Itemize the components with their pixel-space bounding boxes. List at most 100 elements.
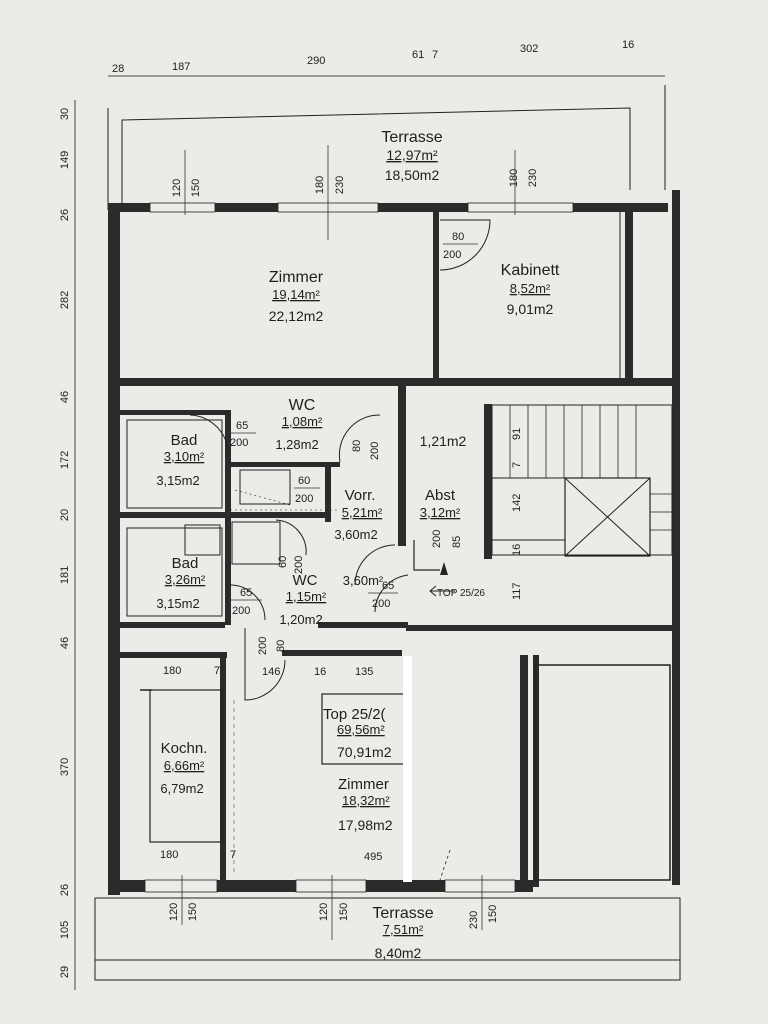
room-zimmer-bottom: Zimmer 18,32m² 17,98m2: [338, 776, 393, 833]
door-dim: 60: [277, 556, 289, 568]
room-area: 3,60m2: [334, 527, 377, 542]
door-dim: 80: [452, 231, 464, 243]
top-dim: 28: [112, 63, 124, 75]
door-dim: 65: [382, 580, 394, 592]
room-area: 18,50m2: [385, 167, 440, 183]
top-dim: 302: [520, 43, 538, 55]
inner-dim: 7: [230, 849, 236, 861]
window-dim: 230: [468, 911, 480, 929]
inner-dim: 146: [262, 666, 280, 678]
inner-dim: 7: [511, 462, 523, 468]
door-dim: 85: [451, 536, 463, 548]
room-name: Zimmer: [338, 776, 389, 793]
left-dimension-line: 30 149 26 282 46 172 20 181 46 370 26 10…: [59, 100, 76, 990]
room-name: Zimmer: [269, 269, 324, 286]
door-dim: 80: [351, 440, 363, 452]
room-area: 3,15m2: [156, 596, 199, 611]
door-dim: 60: [298, 475, 310, 487]
room-zimmer-top: Zimmer 19,14m² 22,12m2: [269, 269, 324, 324]
room-area: 1,20m2: [279, 612, 322, 627]
door-dim: 200: [257, 637, 269, 655]
room-area: 1,08m²: [282, 414, 323, 429]
room-name: Kochn.: [161, 740, 208, 757]
top-dim: 7: [432, 49, 438, 61]
inner-dim: 142: [511, 494, 523, 512]
window-dim: 150: [187, 903, 199, 921]
room-wc-2: WC 3,60m² 1,15m² 1,20m2: [279, 572, 384, 627]
door-dim: 200: [295, 493, 313, 505]
inner-dim: 117: [511, 582, 523, 600]
room-name: WC: [293, 572, 318, 589]
left-dim: 26: [59, 884, 71, 896]
paper-gap: [403, 656, 412, 882]
room-name: Bad: [172, 555, 199, 572]
room-area: 1,15m²: [286, 589, 327, 604]
room-area: 8,52m²: [510, 281, 551, 296]
room-area: 17,98m2: [338, 817, 393, 833]
left-dim: 370: [59, 758, 71, 776]
window-dim: 120: [171, 179, 183, 197]
top-dim: 61: [412, 49, 424, 61]
room-bad-2: Bad 3,26m² 3,15m2: [156, 555, 206, 611]
room-area: 1,28m2: [275, 437, 318, 452]
room-name: Terrasse: [381, 129, 442, 146]
top-dim: 16: [622, 39, 634, 51]
top-dim: 187: [172, 61, 190, 73]
door-dim: 200: [443, 249, 461, 261]
room-area: 18,32m²: [342, 793, 390, 808]
inner-dim: 135: [355, 666, 373, 678]
room-name: Terrasse: [372, 905, 433, 922]
door-dim: 200: [232, 605, 250, 617]
room-name: Bad: [171, 432, 198, 449]
room-terrasse-bottom: Terrasse 7,51m² 8,40m2: [372, 905, 433, 961]
terrace-top-outline: [107, 85, 666, 210]
door-dim: 65: [236, 420, 248, 432]
left-dim: 172: [59, 451, 71, 469]
door-swings: [189, 219, 491, 701]
door-dimensions: 80 200 65 200 80 200 60 200 200 85 60 20…: [226, 231, 478, 655]
room-area: 6,66m²: [164, 758, 205, 773]
window-dim: 230: [334, 176, 346, 194]
left-dim: 149: [59, 151, 71, 169]
left-dim: 30: [59, 108, 71, 120]
room-name: Abst: [425, 487, 456, 504]
window-dim: 180: [314, 176, 326, 194]
left-dim: 46: [59, 637, 71, 649]
window-dimensions: 120 150 180 230 180 230 120 150 120 150 …: [168, 145, 539, 940]
room-wc-1: WC 1,08m² 1,28m2: [275, 397, 323, 452]
window-dim: 230: [527, 169, 539, 187]
room-area: 5,21m²: [342, 505, 383, 520]
room-area: 3,15m2: [156, 473, 199, 488]
inner-dim: 7: [214, 665, 220, 677]
room-top-total: Top 25/2( 69,56m² 70,91m2: [323, 706, 392, 760]
room-area: 22,12m2: [269, 308, 324, 324]
room-area: 3,10m²: [164, 449, 205, 464]
left-dim: 282: [59, 291, 71, 309]
room-abstellraum: Abst 3,12m²: [420, 487, 461, 520]
door-dim: 200: [293, 556, 305, 574]
room-bad-1: Bad 3,10m² 3,15m2: [156, 432, 205, 488]
room-area: 8,40m2: [375, 945, 422, 961]
room-name: Kabinett: [501, 262, 560, 279]
room-area: 9,01m2: [507, 301, 554, 317]
room-area: 7,51m²: [383, 922, 424, 937]
left-dim: 46: [59, 391, 71, 403]
left-dim: 105: [59, 921, 71, 939]
left-dim: 181: [59, 566, 71, 584]
inner-dim: 91: [511, 428, 523, 440]
window-dim: 150: [487, 905, 499, 923]
room-name: WC: [289, 397, 316, 414]
room-kochnische: Kochn. 6,66m² 6,79m2: [160, 740, 207, 796]
top-dimension-line: 28 187 290 61 7 302 16: [108, 39, 665, 77]
room-area: 69,56m²: [337, 722, 385, 737]
room-area: 19,14m²: [272, 287, 320, 302]
room-area: 3,60m²: [343, 573, 384, 588]
door-dim: 80: [275, 640, 287, 652]
window-dim: 120: [318, 903, 330, 921]
room-area: 3,12m²: [420, 505, 461, 520]
room-name: Top 25/2(: [323, 706, 386, 723]
room-terrasse-top: Terrasse 12,97m² 18,50m2: [381, 129, 442, 183]
left-dim: 20: [59, 509, 71, 521]
door-dim: 200: [369, 442, 381, 460]
room-121: 1,21m2: [420, 433, 467, 449]
